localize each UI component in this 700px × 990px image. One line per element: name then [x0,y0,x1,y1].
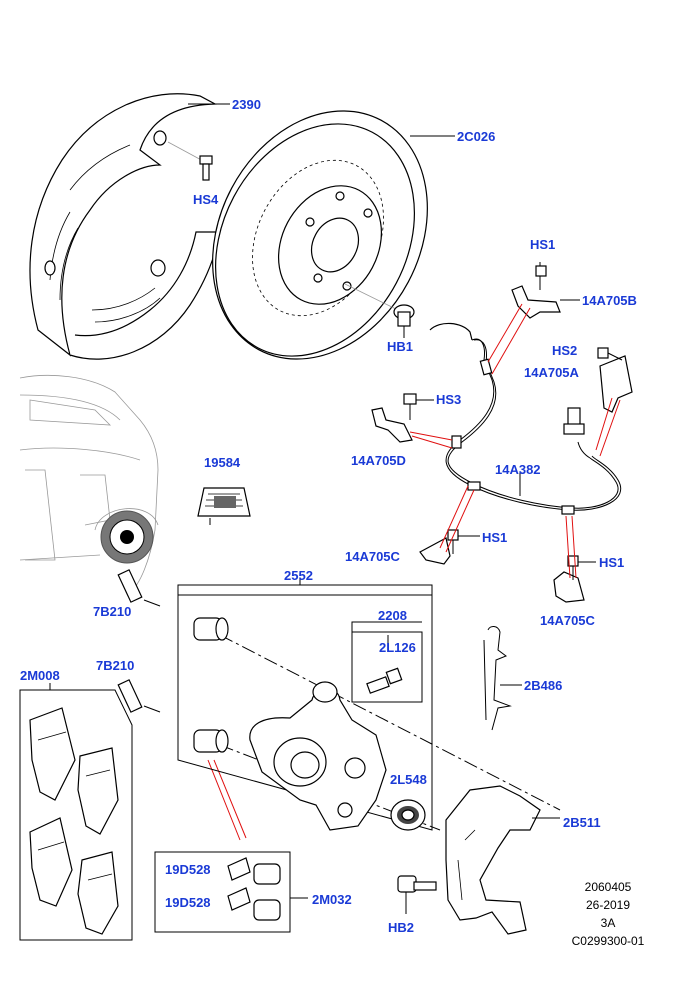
bolt-hb2-drawing [397,875,437,914]
label-2C026[interactable]: 2C026 [457,129,496,144]
label-2B486[interactable]: 2B486 [524,678,563,693]
diagram-revision: 3A [600,916,616,930]
bolt-hb1-drawing [393,304,415,338]
label-19D528-b[interactable]: 19D528 [165,895,211,910]
wear-indicator-drawing [197,487,251,517]
label-7B210-top[interactable]: 7B210 [93,604,132,619]
label-leaders [49,518,389,690]
label-2208[interactable]: 2208 [378,608,407,623]
brake-pads-drawing [19,689,133,941]
bracket-14A705C-left-drawing [419,529,480,565]
label-hs1-mid[interactable]: HS1 [482,530,508,545]
bracket-14A705B-drawing [511,262,580,319]
label-2L548[interactable]: 2L548 [390,772,427,787]
dust-shield-drawing [29,93,230,360]
label-2552[interactable]: 2552 [284,568,313,583]
label-hs1-right[interactable]: HS1 [599,555,625,570]
label-14A705D[interactable]: 14A705D [351,453,406,468]
label-hs2[interactable]: HS2 [552,343,578,358]
label-hs4[interactable]: HS4 [193,192,219,207]
abs-harness-drawing [429,322,621,515]
bolt-hs4-drawing [167,141,213,181]
label-hb1[interactable]: HB1 [387,339,414,354]
bleed-kit-drawing [351,621,423,703]
red-leader-lines [207,303,621,841]
label-2M032[interactable]: 2M032 [312,892,352,907]
label-2B511[interactable]: 2B511 [563,815,601,830]
label-2M008[interactable]: 2M008 [20,668,60,683]
spring-clip-drawing [483,626,522,731]
label-19584[interactable]: 19584 [204,455,241,470]
label-hs3[interactable]: HS3 [436,392,462,407]
bracket-14A705A-drawing [597,347,633,413]
label-14A382[interactable]: 14A382 [495,462,541,477]
label-14A705A[interactable]: 14A705A [524,365,579,380]
guide-pin-kit-drawing [154,851,308,933]
label-7B210-mid[interactable]: 7B210 [96,658,135,673]
vehicle-sketch [19,374,159,593]
label-2390[interactable]: 2390 [232,97,261,112]
seal-2L548-drawing [390,799,426,831]
label-19D528-a[interactable]: 19D528 [165,862,211,877]
bracket-14A705D-drawing [371,393,434,443]
label-14A705C-right[interactable]: 14A705C [540,613,595,628]
diagram-date: 26-2019 [585,898,631,912]
diagram-code: 2060405 [584,880,632,894]
brake-disc-drawing [212,110,455,360]
caliper-group-drawing [117,569,561,831]
diagram-reference: C0299300-01 [571,934,645,948]
label-hs1-top[interactable]: HS1 [530,237,556,252]
carrier-bracket-drawing [445,785,560,935]
label-hb2[interactable]: HB2 [388,920,415,935]
label-14A705B[interactable]: 14A705B [582,293,637,308]
label-14A705C-left[interactable]: 14A705C [345,549,400,564]
bracket-14A705C-right-drawing [553,555,596,603]
label-2L126[interactable]: 2L126 [379,640,416,655]
